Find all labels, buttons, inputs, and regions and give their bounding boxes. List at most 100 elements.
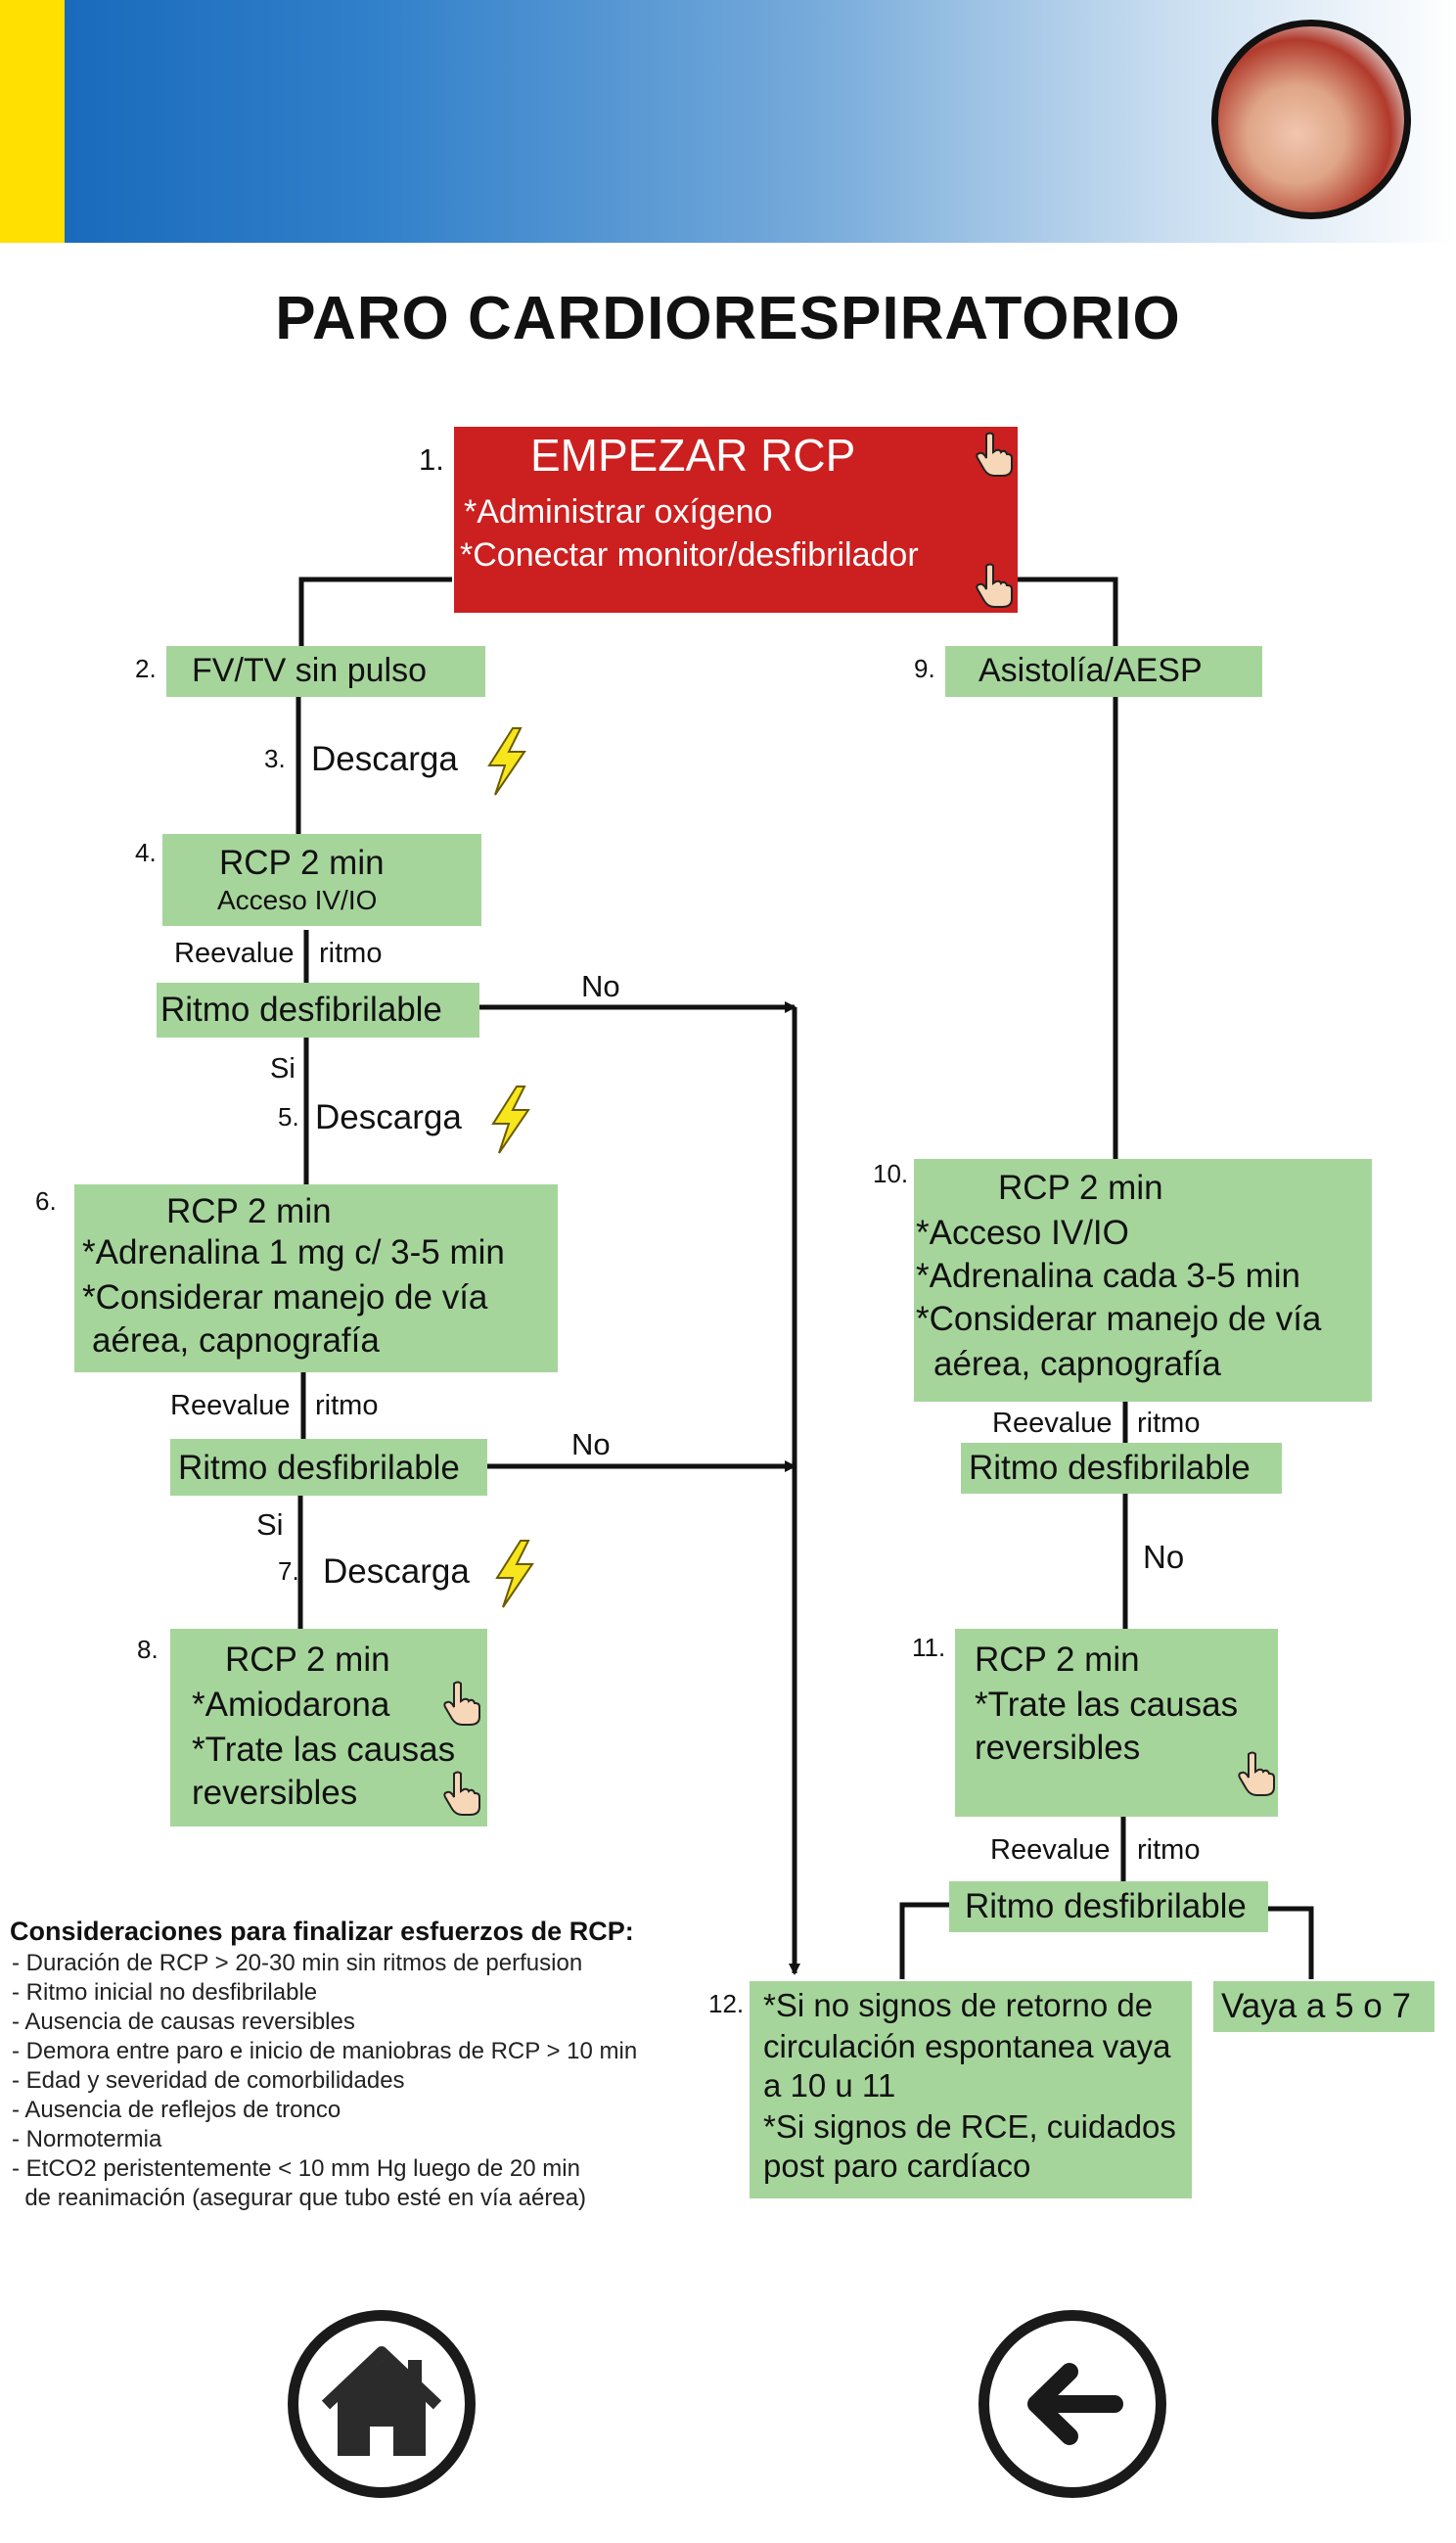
box-vf-vt-text: FV/TV sin pulso xyxy=(192,652,427,689)
home-icon xyxy=(321,2346,442,2456)
connector-rd4-to-12 xyxy=(899,1902,949,1979)
page-title: PARO CARDIORESPIRATORIO xyxy=(275,285,1181,352)
step-number-6: 6. xyxy=(35,1186,57,1216)
decision-shockable-2-text: Ritmo desfibrilable xyxy=(178,1449,460,1487)
no-label-3: No xyxy=(1143,1539,1185,1575)
connector-1-to-2 xyxy=(298,577,452,648)
step-number-10: 10. xyxy=(873,1159,909,1188)
box-cpr-4-title: RCP 2 min xyxy=(219,844,385,882)
reevaluate-label-2a: Reevalue xyxy=(170,1390,291,1421)
back-button[interactable] xyxy=(978,2310,1166,2498)
step-number-3: 3. xyxy=(264,744,286,773)
decision-shockable-1: Ritmo desfibrilable xyxy=(157,983,479,1038)
box-cpr-6-line3: aérea, capnografía xyxy=(92,1321,380,1360)
box-outcome-12-line2: circulación espontanea vaya xyxy=(763,2028,1171,2064)
box-cpr-6-line2: *Considerar manejo de vía xyxy=(82,1278,488,1317)
si-label-2: Si xyxy=(256,1507,284,1542)
box-cpr-8-line3: reversibles xyxy=(192,1774,358,1812)
reevaluate-label-1b: ritmo xyxy=(319,938,383,969)
box-cpr-8: RCP 2 min *Amiodarona *Trate las causas … xyxy=(170,1629,487,1826)
box-start-cpr-line1: *Administrar oxígeno xyxy=(464,493,773,531)
decision-shockable-2: Ritmo desfibrilable xyxy=(170,1439,487,1496)
back-arrow-icon xyxy=(1027,2363,1123,2445)
reevaluate-label-2b: ritmo xyxy=(315,1390,379,1421)
box-cpr-6-title: RCP 2 min xyxy=(166,1192,332,1230)
lightning-bolt-icon xyxy=(491,1086,530,1154)
considerations-item: - Ausencia de reflejos de tronco xyxy=(12,2097,341,2123)
box-cpr-10-title: RCP 2 min xyxy=(998,1169,1163,1207)
box-cpr-8-title: RCP 2 min xyxy=(225,1641,390,1679)
box-cpr-10: RCP 2 min *Acceso IV/IO *Adrenalina cada… xyxy=(914,1159,1372,1402)
box-asystole-text: Asistolía/AESP xyxy=(978,652,1203,689)
considerations-item: - Normotermia xyxy=(12,2126,162,2152)
shock-label-7: Descarga xyxy=(323,1552,470,1591)
decision-shockable-3: Ritmo desfibrilable xyxy=(961,1443,1282,1494)
step-number-1: 1. xyxy=(419,442,444,477)
step-number-12: 12. xyxy=(708,1989,745,2018)
box-cpr-4: RCP 2 min Acceso IV/IO xyxy=(162,834,481,926)
lightning-bolt-icon xyxy=(487,727,526,796)
considerations-item: - Edad y severidad de comorbilidades xyxy=(12,2067,405,2094)
box-cpr-10-line1: *Acceso IV/IO xyxy=(916,1214,1129,1252)
box-cpr-10-line4: aérea, capnografía xyxy=(933,1345,1221,1383)
box-cpr-11-line1: *Trate las causas xyxy=(975,1686,1239,1724)
reevaluate-label-4b: ritmo xyxy=(1137,1834,1201,1866)
box-cpr-6: RCP 2 min *Adrenalina 1 mg c/ 3-5 min *C… xyxy=(74,1184,558,1372)
pointing-hand-icon[interactable] xyxy=(973,562,1014,609)
pointing-hand-icon[interactable] xyxy=(1235,1750,1276,1797)
pointing-hand-icon[interactable] xyxy=(440,1770,481,1817)
decision-shockable-4: Ritmo desfibrilable xyxy=(949,1881,1268,1932)
reevaluate-label-3a: Reevalue xyxy=(992,1408,1113,1439)
box-cpr-8-line2: *Trate las causas xyxy=(192,1731,456,1769)
box-outcome-12: *Si no signos de retorno de circulación … xyxy=(750,1981,1192,2198)
box-cpr-10-line2: *Adrenalina cada 3-5 min xyxy=(916,1257,1301,1295)
step-number-4: 4. xyxy=(135,838,157,867)
cpr-hands-photo xyxy=(1211,20,1411,219)
pointing-hand-icon[interactable] xyxy=(973,431,1014,478)
box-asystole: Asistolía/AESP xyxy=(945,646,1262,697)
box-outcome-12-line5: post paro cardíaco xyxy=(763,2148,1031,2184)
decision-shockable-4-text: Ritmo desfibrilable xyxy=(965,1887,1247,1925)
box-cpr-11-line2: reversibles xyxy=(975,1729,1141,1767)
reevaluate-label-4a: Reevalue xyxy=(990,1834,1111,1866)
box-start-cpr[interactable]: EMPEZAR RCP *Administrar oxígeno *Conect… xyxy=(454,427,1018,613)
box-goto-5-7: Vaya a 5 o 7 xyxy=(1213,1981,1434,2032)
si-label-1: Si xyxy=(270,1053,296,1085)
box-cpr-8-line1: *Amiodarona xyxy=(192,1686,390,1724)
considerations-item: - Duración de RCP > 20-30 min sin ritmos… xyxy=(12,1950,583,1976)
shock-label-5: Descarga xyxy=(315,1098,462,1136)
step-number-11: 11. xyxy=(912,1633,946,1662)
connector-rd4-to-goto xyxy=(1268,1906,1314,1979)
considerations-item: - Demora entre paro e inicio de maniobra… xyxy=(12,2038,638,2064)
box-cpr-11-title: RCP 2 min xyxy=(975,1641,1140,1679)
reevaluate-label-1a: Reevalue xyxy=(174,938,295,969)
home-button[interactable] xyxy=(288,2310,476,2498)
box-cpr-10-line3: *Considerar manejo de vía xyxy=(916,1300,1322,1338)
considerations-item: - EtCO2 peristentemente < 10 mm Hg luego… xyxy=(12,2155,580,2182)
no-label-1: No xyxy=(581,969,620,1003)
lightning-bolt-icon xyxy=(495,1540,534,1608)
step-number-8: 8. xyxy=(137,1635,159,1664)
step-number-9: 9. xyxy=(914,654,935,683)
box-cpr-6-line1: *Adrenalina 1 mg c/ 3-5 min xyxy=(82,1233,505,1272)
box-vf-vt: FV/TV sin pulso xyxy=(166,646,485,697)
box-cpr-4-line1: Acceso IV/IO xyxy=(217,885,378,915)
considerations-title: Consideraciones para finalizar esfuerzos… xyxy=(10,1917,634,1946)
box-outcome-12-line4: *Si signos de RCE, cuidados xyxy=(763,2108,1176,2145)
considerations-item: - Ritmo inicial no desfibrilable xyxy=(12,1979,318,2006)
step-number-7: 7. xyxy=(278,1556,299,1586)
box-start-cpr-line2: *Conectar monitor/desfibrilador xyxy=(460,536,919,574)
considerations-item: - Ausencia de causas reversibles xyxy=(12,2009,355,2035)
reevaluate-label-3b: ritmo xyxy=(1137,1408,1201,1439)
shock-label-3: Descarga xyxy=(311,740,458,778)
box-outcome-12-line1: *Si no signos de retorno de xyxy=(763,1987,1154,2023)
decision-shockable-1-text: Ritmo desfibrilable xyxy=(160,991,442,1029)
header-yellow-stripe xyxy=(0,0,65,243)
box-goto-5-7-text: Vaya a 5 o 7 xyxy=(1221,1987,1411,2025)
step-number-2: 2. xyxy=(135,654,157,683)
step-number-5: 5. xyxy=(278,1102,299,1132)
considerations-item: de reanimación (asegurar que tubo esté e… xyxy=(12,2185,587,2211)
pointing-hand-icon[interactable] xyxy=(440,1680,481,1727)
decision-shockable-3-text: Ritmo desfibrilable xyxy=(969,1449,1251,1487)
